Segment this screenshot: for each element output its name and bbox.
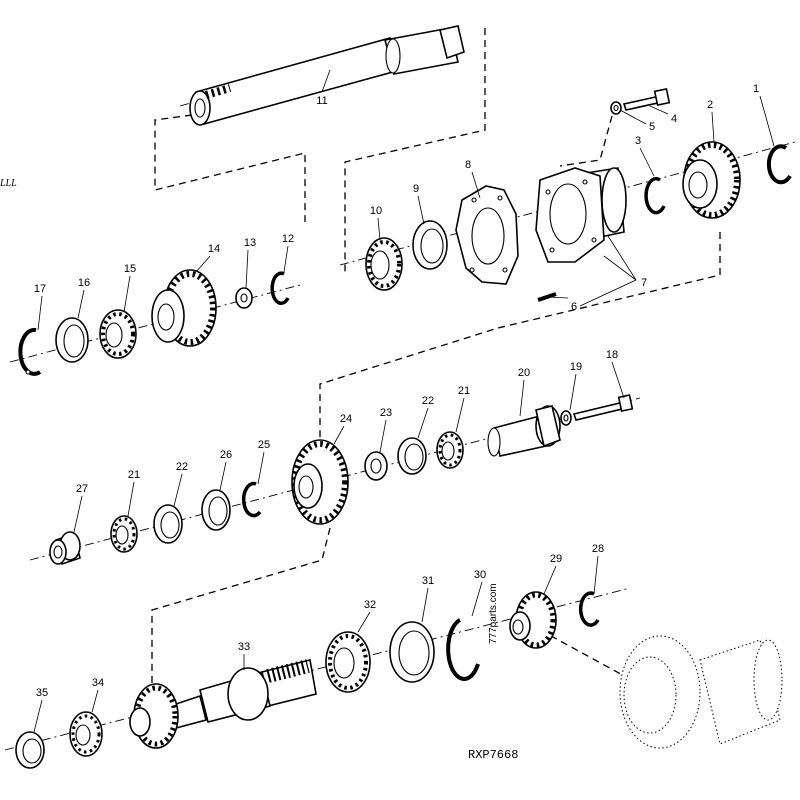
part-32-bearing xyxy=(325,631,371,693)
part-21-bearing-lower xyxy=(110,515,138,553)
callout-33: 33 xyxy=(238,641,250,653)
part-6-pin xyxy=(537,292,557,302)
callout-12: 12 xyxy=(282,233,294,245)
part-3-snap-ring xyxy=(644,176,666,215)
callout-35: 35 xyxy=(36,687,48,699)
part-26-race xyxy=(201,489,231,531)
callout-7: 7 xyxy=(641,277,647,289)
callout-24: 24 xyxy=(340,413,352,425)
part-31-race xyxy=(389,621,435,683)
callout-14: 14 xyxy=(208,243,220,255)
part-10-bearing xyxy=(365,237,403,291)
part-17-snap-ring xyxy=(18,327,42,376)
part-2-gear xyxy=(682,141,741,219)
part-21-bearing-upper xyxy=(436,431,464,469)
part-35-race xyxy=(15,731,45,769)
part-9-race xyxy=(412,220,448,270)
callout-27: 27 xyxy=(76,483,88,495)
callout-9: 9 xyxy=(413,183,419,195)
part-28-snap-ring xyxy=(578,591,600,627)
callout-22a: 22 xyxy=(422,395,434,407)
callout-18: 18 xyxy=(606,349,618,361)
part-27-sleeve xyxy=(49,531,81,566)
callout-2: 2 xyxy=(707,99,713,111)
callout-23: 23 xyxy=(380,407,392,419)
part-29-gear xyxy=(509,591,557,649)
callout-30: 30 xyxy=(474,569,486,581)
part-5-washer xyxy=(610,101,622,115)
callout-labels: 1 2 3 4 5 6 7 8 9 10 11 12 13 14 15 16 1… xyxy=(34,83,759,699)
part-1-snap-ring xyxy=(766,144,792,185)
part-19-washer xyxy=(560,410,572,426)
part-22-race-lower xyxy=(153,504,183,544)
callout-20: 20 xyxy=(518,367,530,379)
part-22-race-upper xyxy=(397,437,427,475)
callout-4: 4 xyxy=(671,113,677,125)
part-25-snap-ring xyxy=(241,481,262,518)
part-7-carrier xyxy=(535,167,627,263)
callout-26: 26 xyxy=(220,449,232,461)
callout-28: 28 xyxy=(592,543,604,555)
callout-11: 11 xyxy=(316,95,327,107)
part-30-snap-ring xyxy=(446,618,480,681)
part-11-shaft xyxy=(189,25,465,126)
part-13-bushing xyxy=(235,287,253,309)
callout-34: 34 xyxy=(92,677,104,689)
part-20-hub xyxy=(487,405,561,457)
callout-22b: 22 xyxy=(176,461,188,473)
callout-15: 15 xyxy=(124,263,136,275)
assembly-dashed-lines xyxy=(151,28,721,691)
part-23-bearing xyxy=(364,451,388,481)
callout-5: 5 xyxy=(649,121,655,133)
callout-17: 17 xyxy=(34,283,46,295)
callout-19: 19 xyxy=(570,361,582,373)
part-8-plate xyxy=(455,185,519,285)
side-note: LLL xyxy=(0,178,17,189)
ghost-assembly xyxy=(619,635,783,749)
callout-21b: 21 xyxy=(128,469,140,481)
pinion-gear xyxy=(129,683,179,749)
callout-10: 10 xyxy=(370,205,382,217)
callout-3: 3 xyxy=(635,135,641,147)
callout-1: 1 xyxy=(753,83,759,95)
callout-13: 13 xyxy=(244,237,256,249)
callout-31: 31 xyxy=(422,575,434,587)
figure-ref-code: RXP7668 xyxy=(468,748,518,762)
callout-25: 25 xyxy=(258,439,270,451)
callout-16: 16 xyxy=(78,277,90,289)
callout-32: 32 xyxy=(364,599,376,611)
callout-6: 6 xyxy=(571,301,577,313)
part-18-bolt xyxy=(572,394,634,421)
leader-lines xyxy=(33,69,775,733)
watermark: 777parts.com xyxy=(488,583,499,644)
part-14-gear xyxy=(151,269,217,347)
part-33-pinion-shaft xyxy=(169,659,317,729)
part-16-race xyxy=(55,317,89,363)
part-34-bearing xyxy=(69,711,103,757)
callout-29: 29 xyxy=(550,553,562,565)
callout-8: 8 xyxy=(465,159,471,171)
part-15-bearing xyxy=(99,309,137,359)
part-24-gear xyxy=(291,439,349,525)
part-12-snap-ring xyxy=(270,271,290,305)
part-4-bolt xyxy=(622,87,671,111)
callout-21a: 21 xyxy=(458,385,470,397)
